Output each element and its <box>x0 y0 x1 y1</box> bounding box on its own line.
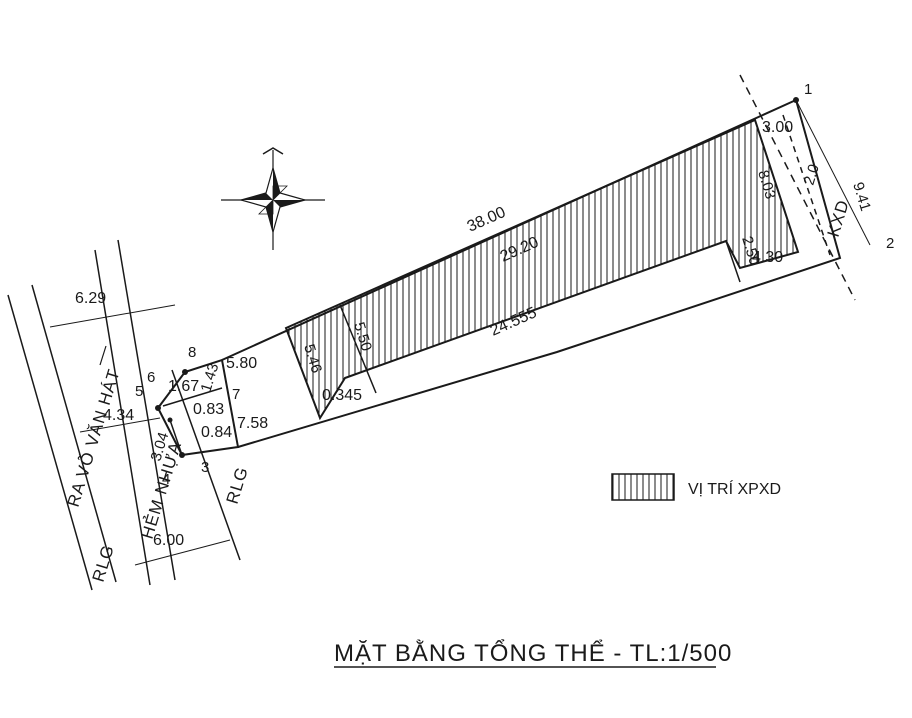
point-4-marker <box>179 452 185 458</box>
point-8-marker <box>182 369 188 375</box>
point-5-marker <box>155 405 161 411</box>
north-compass-icon <box>221 147 325 250</box>
point-3-label: 3 <box>201 459 209 476</box>
point-8-label: 8 <box>188 344 196 361</box>
page-title: MẶT BẰNG TỔNG THỂ - TL:1/500 <box>334 639 732 667</box>
point-1-marker <box>793 97 799 103</box>
rlg-left-label: RLG <box>89 542 118 584</box>
legend: VỊ TRÍ XPXD <box>611 473 781 501</box>
road-main-label: RA VÕ VĂN HÁT <box>64 367 124 510</box>
road-lines <box>7 239 241 591</box>
corner-points <box>155 97 799 458</box>
legend-hatch-swatch <box>611 473 675 501</box>
point-6-label: 6 <box>147 369 155 386</box>
dim-1-67: 1.67 <box>168 378 199 395</box>
dim-5-80: 5.80 <box>226 355 257 372</box>
dim-6-29: 6.29 <box>75 290 106 307</box>
dim-2-0: 2.0 <box>801 162 823 187</box>
dim-4-30: 4.30 <box>752 249 783 266</box>
dim-3-00: 3.00 <box>762 119 793 136</box>
dim-0-84: 0.84 <box>201 424 232 441</box>
point-7-marker <box>167 417 173 423</box>
dim-38-00: 38.00 <box>465 204 509 236</box>
point-labels: 1 2 3 4 5 6 7 8 <box>135 81 894 488</box>
main-lot <box>221 74 871 448</box>
building-footprint <box>284 118 800 421</box>
dim-0-345: 0.345 <box>322 387 362 404</box>
front-parcel <box>157 358 240 457</box>
point-7-label: 7 <box>232 386 240 403</box>
dim-0-83: 0.83 <box>193 401 224 418</box>
dim-6-00: 6.00 <box>153 532 184 549</box>
point-5-label: 5 <box>135 383 143 400</box>
point-2-label: 2 <box>886 235 894 252</box>
dim-9-41: 9.41 <box>849 180 874 213</box>
dim-4-34: 4.34 <box>103 407 134 424</box>
point-4-label: 4 <box>162 471 170 488</box>
dim-7-58: 7.58 <box>237 415 268 432</box>
rlg-right-label: RLG <box>223 464 252 506</box>
kxd-label: KXD <box>824 197 853 239</box>
legend-label: VỊ TRÍ XPXD <box>688 479 781 498</box>
road-main-label-dash <box>99 345 107 366</box>
point-1-label: 1 <box>804 81 812 98</box>
